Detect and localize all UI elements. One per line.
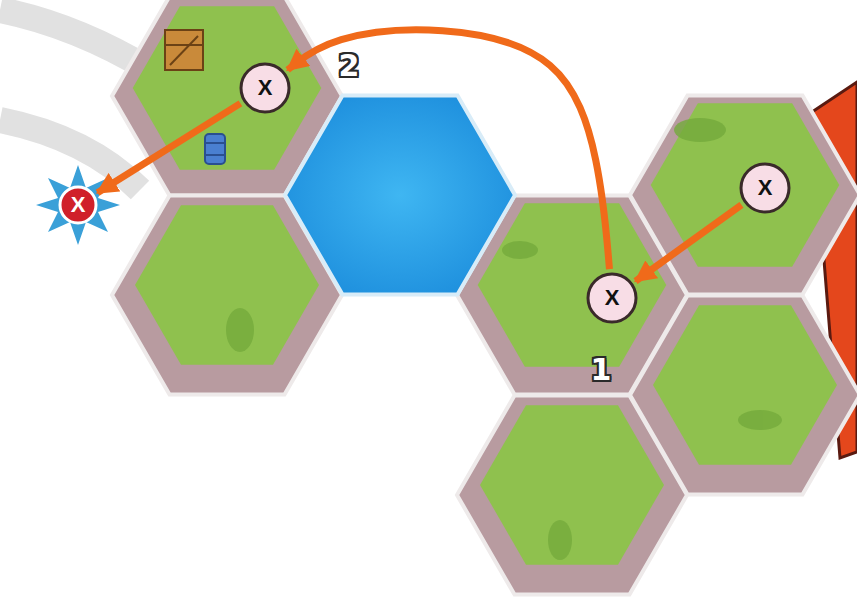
crate-icon [165,30,203,70]
move-arrow [97,103,240,192]
callout-number: 1 [591,355,612,385]
token-letter: X [258,77,273,99]
move-arrow [288,30,610,269]
token-letter: X [758,177,773,199]
token-letter: X [71,194,86,216]
circle-shape [588,274,636,322]
rock-hexes [112,0,857,595]
token-circle: X [58,185,98,225]
circle-shape [241,64,289,112]
circle-shape [60,187,96,223]
move-arrow [636,205,742,281]
water-hex [285,95,515,294]
token-letter: X [605,287,620,309]
circle-shape [741,164,789,212]
barrel-icon [205,134,225,164]
callout-number: 2 [339,51,360,81]
token-circle: X [239,62,291,114]
token-circle: X [739,162,791,214]
grass [133,6,840,564]
starburst [36,165,120,245]
token-circle: X [586,272,638,324]
